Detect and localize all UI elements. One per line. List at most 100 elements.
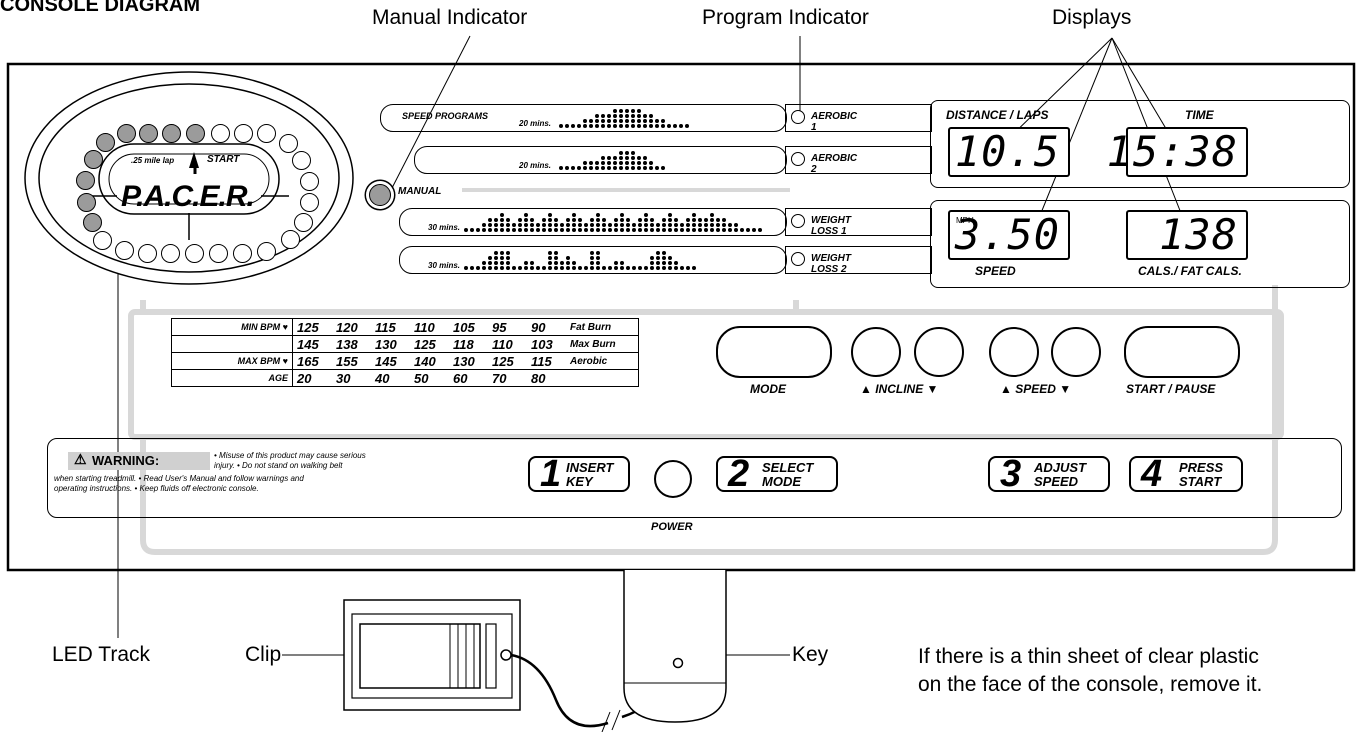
track-led	[300, 172, 319, 191]
key-callout: Key	[792, 643, 829, 666]
track-led	[211, 124, 230, 143]
table-cell: 118	[449, 335, 488, 353]
power-button[interactable]	[654, 460, 692, 498]
track-led	[257, 124, 276, 143]
program-name: WEIGHT LOSS 1	[811, 215, 851, 237]
incline-down-button[interactable]	[914, 327, 964, 377]
manual-indicator-callout: Manual Indicator	[372, 6, 528, 29]
warning-text-top: • Misuse of this product may cause serio…	[214, 451, 366, 471]
speed-programs-header: SPEED PROGRAMS	[402, 111, 489, 121]
plastic-note-line-1: If there is a thin sheet of clear plasti…	[918, 645, 1259, 668]
start-pause-button[interactable]	[1124, 326, 1240, 378]
track-led	[186, 124, 205, 143]
zone-label	[566, 369, 639, 387]
track-led	[257, 242, 276, 261]
track-led	[281, 230, 300, 249]
pacer-logo: P.A.C.E.R.	[121, 180, 255, 213]
program-row-weight-loss-2: 30 mins.	[399, 246, 851, 275]
tether-cord	[510, 653, 609, 728]
track-led	[233, 244, 252, 263]
table-cell: 115	[527, 352, 566, 370]
table-cell: 155	[332, 352, 371, 370]
heart-rate-table: MIN BPM ♥ 125 120 115 110 105 95 90 Fat …	[171, 318, 639, 387]
table-row: AGE 20 30 40 50 60 70 80	[171, 369, 639, 387]
track-led	[115, 241, 134, 260]
plastic-note-line-2: on the face of the console, remove it.	[918, 673, 1263, 696]
track-led	[138, 244, 157, 263]
upper-display-panel	[930, 100, 1350, 188]
distance-readout: 10.5	[954, 127, 1060, 176]
table-row-label	[171, 335, 293, 353]
track-led	[292, 151, 311, 170]
start-label: START	[207, 154, 240, 165]
program-row-weight-loss-1: 30 mins.	[399, 208, 851, 237]
program-profile-dots	[464, 251, 696, 270]
safety-key	[623, 570, 727, 723]
led-track: .25 mile lap START P.A.C.E.R.	[21, 68, 358, 288]
program-indicator-led	[791, 214, 805, 228]
distance-display: 10.5	[948, 127, 1070, 177]
program-name: AEROBIC 1	[811, 111, 858, 133]
table-cell: 125	[410, 335, 449, 353]
table-cell: 60	[449, 369, 488, 387]
speed-unit: MPH	[956, 216, 974, 225]
table-cell: 80	[527, 369, 566, 387]
table-cell: 110	[410, 318, 449, 336]
lap-label: .25 mile lap	[131, 156, 175, 165]
displays-leader-3	[1111, 37, 1169, 133]
table-cell: 70	[488, 369, 527, 387]
time-label: TIME	[1185, 108, 1214, 122]
manual-label: MANUAL	[398, 186, 442, 197]
table-cell: 30	[332, 369, 371, 387]
table-cell: 120	[332, 318, 371, 336]
table-row: 145 138 130 125 118 110 103 Max Burn	[171, 335, 639, 353]
track-led	[93, 231, 112, 250]
step-number: 3	[1000, 453, 1022, 495]
table-cell: 95	[488, 318, 527, 336]
program-indicator-callout: Program Indicator	[702, 6, 869, 29]
incline-up-button[interactable]	[851, 327, 901, 377]
program-profile-dots	[559, 151, 665, 170]
program-name: WEIGHT LOSS 2	[811, 253, 851, 275]
warning-line: when starting treadmill. • Read User's M…	[54, 474, 304, 483]
calories-label: CALS./ FAT CALS.	[1138, 264, 1242, 278]
track-led	[117, 124, 136, 143]
mode-button[interactable]	[716, 326, 832, 378]
table-cell: 145	[371, 352, 410, 370]
plastic-note: If there is a thin sheet of clear plasti…	[918, 643, 1262, 699]
manual-leader	[391, 35, 471, 189]
table-cell: 50	[410, 369, 449, 387]
warning-line: • Misuse of this product may cause serio…	[214, 451, 366, 460]
track-led	[76, 171, 95, 190]
track-led	[209, 244, 228, 263]
speed-down-button[interactable]	[1051, 327, 1101, 377]
program-indicator-led	[791, 110, 805, 124]
mode-label: MODE	[750, 382, 786, 396]
program-duration: 30 mins.	[428, 261, 461, 270]
speed-up-button[interactable]	[989, 327, 1039, 377]
warning-title: WARNING:	[92, 453, 160, 468]
program-label-box	[785, 246, 932, 274]
warning-line: operating instructions. • Keep fluids of…	[54, 484, 259, 493]
time-display: 15:38	[1107, 127, 1248, 177]
displays-callout: Displays	[1052, 6, 1132, 29]
power-label: POWER	[651, 521, 693, 533]
track-led	[234, 124, 253, 143]
program-name: AEROBIC 2	[811, 153, 858, 175]
table-row-label: AGE	[171, 369, 293, 387]
warning-icon: ⚠	[74, 451, 87, 467]
table-row-label: MAX BPM ♥	[171, 352, 293, 370]
track-led	[162, 124, 181, 143]
program-row-aerobic-1: 20 mins. AEROBIC 1	[380, 104, 857, 133]
speed-label: SPEED	[975, 264, 1016, 278]
table-cell: 20	[292, 369, 332, 387]
track-led	[83, 213, 102, 232]
zone-label: Fat Burn	[566, 318, 639, 336]
table-cell: 40	[371, 369, 410, 387]
step-number: 1	[540, 453, 562, 495]
